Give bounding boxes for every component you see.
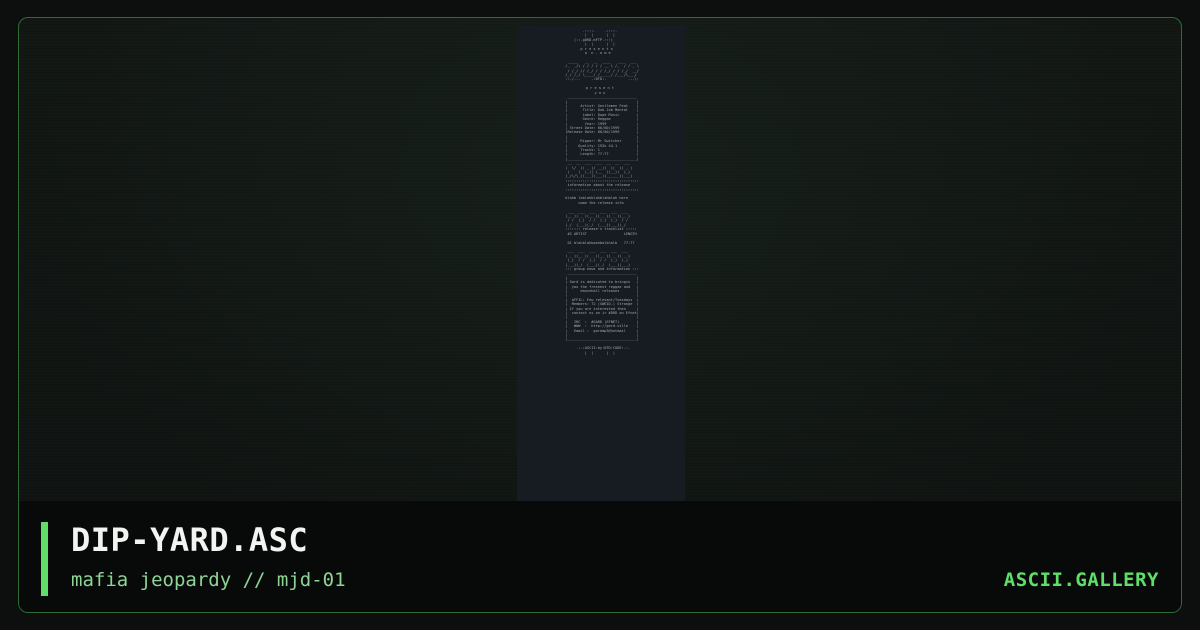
ascii-art-text: .::::. .::::. | | | | (::.gDRD.mFTP.:::)… — [565, 29, 639, 355]
site-brand[interactable]: ASCII.GALLERY — [1003, 569, 1159, 591]
file-title: DIP-YARD.ASC — [71, 521, 309, 559]
ascii-art-preview[interactable]: .::::. .::::. | | | | (::.gDRD.mFTP.:::)… — [517, 25, 685, 501]
file-subtitle: mafia jeopardy // mjd-01 — [71, 569, 346, 591]
card-frame: .::::. .::::. | | | | (::.gDRD.mFTP.:::)… — [18, 17, 1182, 613]
accent-bar — [41, 522, 48, 596]
card-footer: DIP-YARD.ASC mafia jeopardy // mjd-01 AS… — [19, 501, 1181, 612]
